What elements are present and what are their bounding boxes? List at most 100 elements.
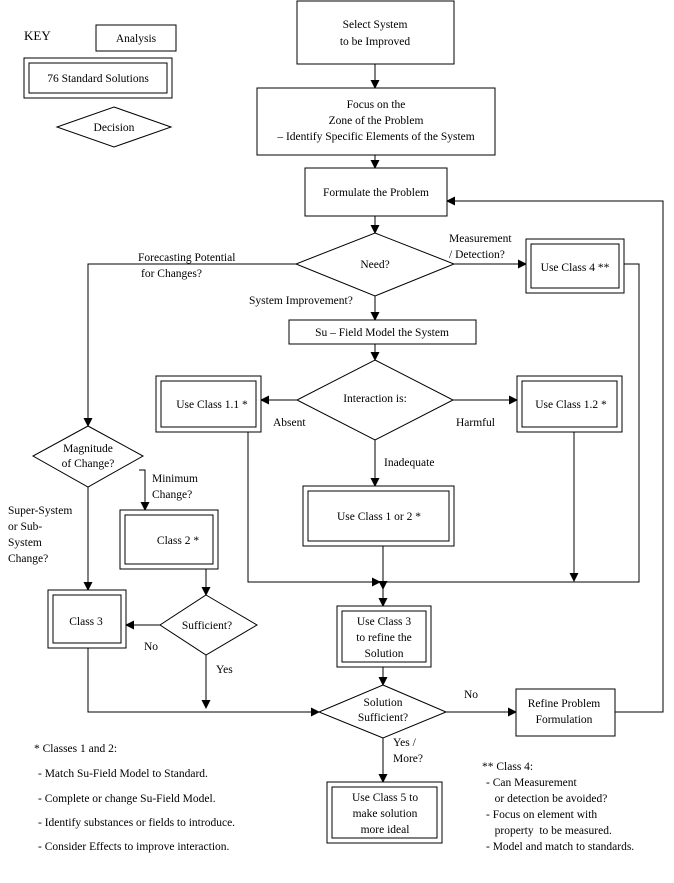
notes-classes12-item-3: - Identify substances or fields to intro… [38,817,235,829]
label-inadequate: Inadequate [384,457,434,469]
label-system-improvement: System Improvement? [249,295,353,307]
label-measurement-2: / Detection? [449,249,505,261]
solution-sufficient-diamond [317,684,448,739]
notes-classes12-item-1: - Match Su-Field Model to Standard. [38,768,208,780]
node-sufficient: Sufficient? [159,594,258,656]
use-class3-refine-line-2: to refine the [356,632,412,644]
node-class3: Class 3 [47,589,127,649]
focus-zone-line-1: Focus on the [347,99,406,111]
use-class4-label: Use Class 4 ** [541,262,610,274]
sufficient-label: Sufficient? [182,620,232,632]
label-no-sufficient: No [144,641,158,653]
use-class3-refine-inner [341,610,427,663]
key-title: KEY [24,28,51,43]
need-label: Need? [360,259,389,271]
magnitude-diamond [31,425,145,488]
node-refine-problem: Refine Problem Formulation [515,688,616,737]
use-class1or2-inner [307,490,450,542]
magnitude-line-2: of Change? [62,458,115,470]
edge-class11-to-class3 [247,432,381,587]
use-class1or2-label: Use Class 1 or 2 * [337,511,421,523]
node-use-class12: Use Class 1.2 * [516,375,623,433]
label-harmful: Harmful [456,417,495,429]
node-use-class3-refine: Use Class 3 to refine the Solution [336,605,432,668]
notes-class-4: ** Class 4: - Can Measurement or detecti… [482,761,634,853]
node-use-class4: Use Class 4 ** [525,238,625,294]
use-class3-refine-line-3: Solution [365,648,404,660]
su-field-box [288,319,477,345]
node-magnitude: Magnitude of Change? [31,425,145,488]
use-class5-line-1: Use Class 5 to [352,792,418,804]
key-legend: KEY Analysis 76 Standard Solutions Decis… [23,24,177,148]
notes-class4-title: ** Class 4: [482,761,533,773]
use-class5-line-3: more ideal [361,824,410,836]
node-solution-sufficient: Solution Sufficient? [317,684,448,739]
label-super-system-2: or Sub- [8,521,42,533]
class3-label: Class 3 [69,616,103,628]
notes-classes-1-2: * Classes 1 and 2: - Match Su-Field Mode… [34,743,235,853]
refine-problem-line-1: Refine Problem [528,698,601,710]
label-minimum-2: Change? [152,489,192,501]
notes-class4-item-1: - Can Measurement [486,777,577,789]
select-system-line-2: to be Improved [340,36,411,48]
key-decision-diamond [55,106,173,148]
node-focus-zone: Focus on the Zone of the Problem – Ident… [256,87,496,156]
solution-sufficient-line-1: Solution [364,697,403,709]
edge-need-to-magnitude [83,263,296,427]
use-class11-inner [160,380,257,428]
refine-problem-box [515,688,616,737]
edge-magnitude-to-class2 [139,469,150,511]
label-yes-sufficient: Yes [216,664,233,676]
use-class11-label: Use Class 1.1 * [176,399,248,411]
node-formulate: Formulate the Problem [304,167,448,217]
label-no-solution: No [464,689,478,701]
notes-class4-item-4: property to be measured. [486,825,612,837]
label-yes-more-1: Yes / [393,737,417,749]
label-forecasting-2: for Changes? [141,268,202,280]
label-minimum-1: Minimum [152,473,198,485]
label-super-system-3: System [8,537,42,549]
notes-class4-item-5: - Model and match to standards. [486,841,634,853]
sufficient-diamond [159,594,258,656]
edge-labels: Forecasting Potential for Changes? Measu… [8,233,512,765]
use-class3-refine-line-1: Use Class 3 [357,616,412,628]
formulate-label: Formulate the Problem [323,187,429,199]
focus-zone-box [256,87,496,156]
connectors [83,64,664,783]
interaction-label: Interaction is: [343,393,407,405]
su-field-label: Su – Field Model the System [315,327,449,339]
magnitude-line-1: Magnitude [63,443,113,455]
key-analysis-label: Analysis [116,33,157,45]
label-absent: Absent [273,417,306,429]
node-class2: Class 2 * [119,509,219,570]
node-interaction: Interaction is: [295,359,455,441]
label-forecasting-1: Forecasting Potential [138,252,235,264]
notes-class4-item-3: - Focus on element with [486,809,597,821]
node-use-class11: Use Class 1.1 * [155,375,262,433]
node-select-system: Select System to be Improved [296,0,455,65]
notes-classes12-title: * Classes 1 and 2: [34,743,117,755]
label-yes-more-2: More? [393,753,423,765]
class2-inner [124,514,214,565]
key-standard-solutions-inner [28,62,168,94]
select-system-line-1: Select System [343,19,408,31]
formulate-box [304,167,448,217]
select-system-box [296,0,455,65]
class3-inner [52,594,122,644]
node-use-class5: Use Class 5 to make solution more ideal [326,781,443,844]
notes-class4-item-2: or detection be avoided? [486,793,607,805]
label-measurement-1: Measurement [449,233,512,245]
edge-class4-down [386,263,640,583]
label-super-system-1: Super-System [8,505,72,517]
node-use-class1or2: Use Class 1 or 2 * [302,485,455,547]
solution-sufficient-line-2: Sufficient? [358,712,408,724]
focus-zone-line-2: Zone of the Problem [329,115,424,127]
node-su-field: Su – Field Model the System [288,319,477,345]
use-class5-line-2: make solution [353,808,418,820]
edge-refine-to-formulate [446,196,664,713]
key-standard-solutions-label: 76 Standard Solutions [47,73,149,85]
class2-label: Class 2 * [157,535,199,547]
use-class12-label: Use Class 1.2 * [535,399,607,411]
key-analysis-box [95,24,177,52]
